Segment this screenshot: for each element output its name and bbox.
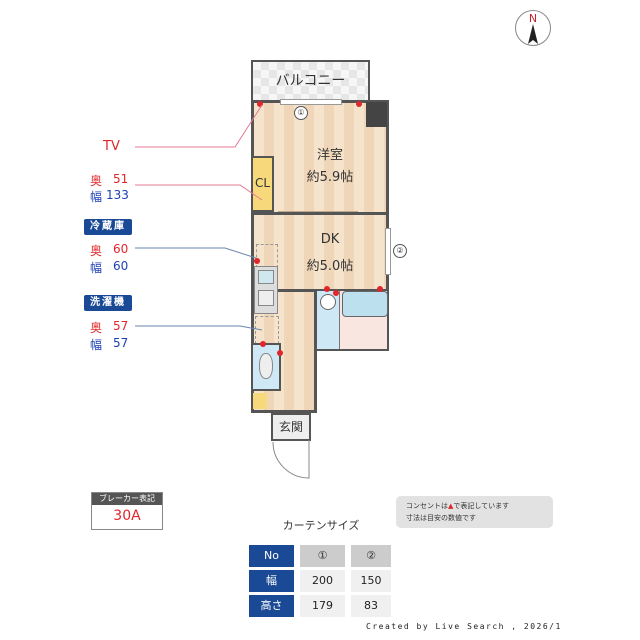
curtain-height-2: 83 bbox=[351, 595, 391, 617]
footer-credit: Created by Live Search , 2026/1 bbox=[366, 622, 562, 631]
dk-name: DK bbox=[320, 232, 340, 247]
note-line-2: 寸法は目安の数値です bbox=[406, 514, 476, 522]
tv-depth-value: 51 bbox=[113, 172, 129, 186]
stove-icon bbox=[258, 290, 274, 306]
western-room-name: 洋室 bbox=[316, 148, 343, 163]
tv-width-label: 幅 bbox=[90, 190, 103, 204]
curtain-width-1: 200 bbox=[300, 570, 345, 592]
wash-basin bbox=[317, 291, 340, 349]
note-line-1: コンセントは▲で表記しています bbox=[406, 502, 510, 510]
closet: CL bbox=[251, 156, 274, 212]
window-2-sash bbox=[385, 228, 391, 275]
sink-icon bbox=[258, 270, 274, 284]
curtain-header-no: No bbox=[249, 545, 294, 567]
balcony: バルコニー bbox=[251, 60, 370, 102]
outlet-marker-icon: ▲ bbox=[448, 502, 454, 510]
curtain-width-2: 150 bbox=[351, 570, 391, 592]
note-box: コンセントは▲で表記しています 寸法は目安の数値です bbox=[396, 496, 553, 528]
window-marker-2: ② bbox=[393, 244, 407, 258]
tv-width-value: 133 bbox=[106, 188, 129, 202]
outlet-icon bbox=[257, 101, 263, 107]
washer-width-value: 57 bbox=[113, 336, 129, 350]
washer-tag: 洗濯機 bbox=[84, 295, 132, 311]
bathtub bbox=[342, 291, 388, 317]
compass-north-label: N bbox=[528, 12, 538, 25]
breaker-value: 30A bbox=[113, 508, 141, 524]
washer-depth-value: 57 bbox=[113, 319, 129, 333]
outlet-icon bbox=[333, 290, 339, 296]
fridge-depth-value: 60 bbox=[113, 242, 129, 256]
outlet-icon bbox=[356, 101, 362, 107]
entrance-label: 玄関 bbox=[278, 420, 303, 434]
curtain-title: カーテンサイズ bbox=[282, 519, 360, 532]
outlet-icon bbox=[254, 258, 260, 264]
western-room-size: 約5.9帖 bbox=[306, 170, 354, 185]
curtain-no-2: ② bbox=[351, 545, 391, 567]
shoe-box bbox=[253, 393, 267, 409]
entrance: 玄関 bbox=[271, 413, 311, 441]
window-marker-1: ① bbox=[294, 106, 308, 120]
breaker-box: ブレーカー表記 30A bbox=[91, 492, 163, 530]
basin-icon bbox=[320, 294, 336, 310]
kitchen-counter bbox=[254, 266, 278, 314]
tv-label: TV bbox=[103, 139, 120, 154]
outlet-icon bbox=[260, 341, 266, 347]
washer-width-label: 幅 bbox=[90, 338, 103, 352]
fridge-width-value: 60 bbox=[113, 259, 129, 273]
compass-needle-icon bbox=[528, 24, 538, 44]
compass: N bbox=[515, 10, 551, 46]
outlet-icon bbox=[277, 350, 283, 356]
breaker-title: ブレーカー表記 bbox=[92, 493, 162, 505]
dk-size: 約5.0帖 bbox=[306, 259, 354, 274]
closet-label: CL bbox=[254, 176, 271, 190]
pillar bbox=[366, 102, 387, 127]
curtain-header-height: 高さ bbox=[249, 595, 294, 617]
outlet-icon bbox=[377, 286, 383, 292]
balcony-label: バルコニー bbox=[275, 73, 346, 89]
fridge-width-label: 幅 bbox=[90, 261, 103, 275]
tv-depth-label: 奥 bbox=[90, 174, 103, 188]
curtain-height-1: 179 bbox=[300, 595, 345, 617]
entrance-door-swing-icon bbox=[272, 440, 310, 479]
fridge-depth-label: 奥 bbox=[90, 244, 103, 258]
toilet-room bbox=[251, 343, 281, 391]
outlet-icon bbox=[324, 286, 330, 292]
curtain-header-width: 幅 bbox=[249, 570, 294, 592]
washer-depth-label: 奥 bbox=[90, 321, 103, 335]
curtain-no-1: ① bbox=[300, 545, 345, 567]
fridge-tag: 冷蔵庫 bbox=[84, 219, 132, 235]
toilet-icon bbox=[259, 353, 273, 379]
window-1-sash bbox=[280, 99, 342, 105]
